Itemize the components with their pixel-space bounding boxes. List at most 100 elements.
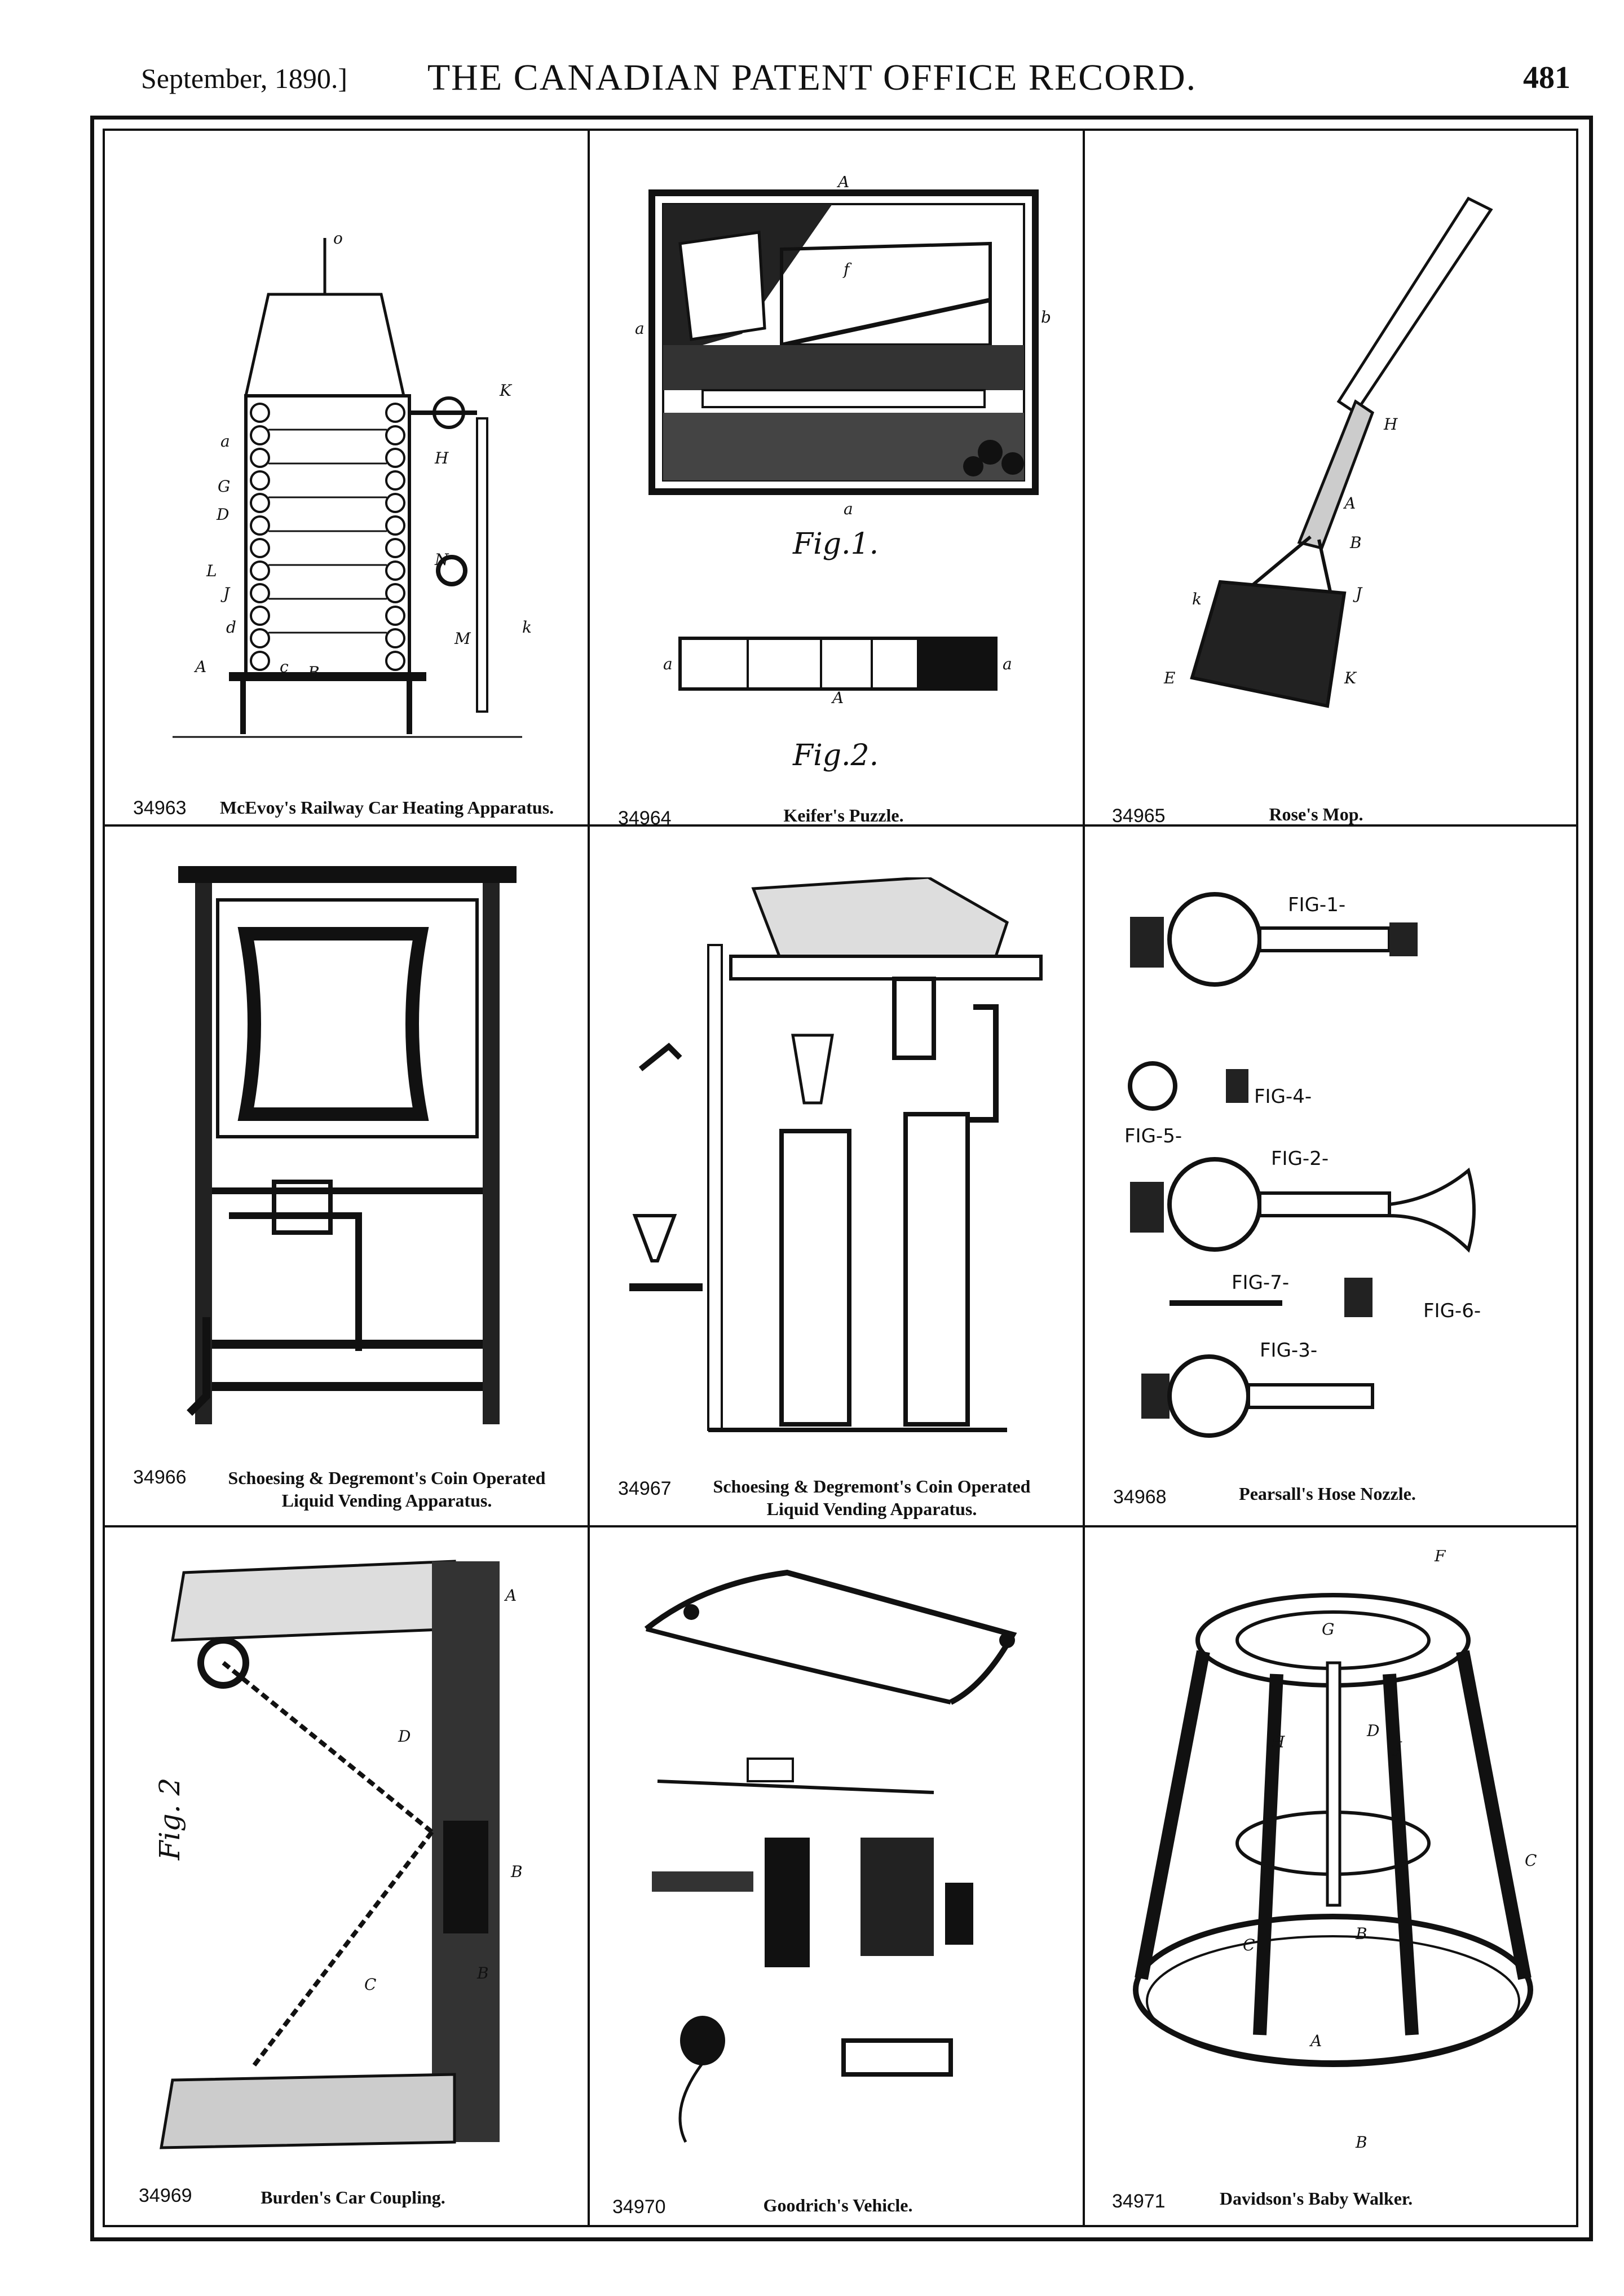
svg-text:B: B	[476, 1964, 489, 1982]
column-divider	[1083, 129, 1085, 2227]
fig2-label: Fig.2.	[792, 739, 879, 772]
inner-border	[103, 129, 1578, 2227]
svg-text:G: G	[1322, 1620, 1334, 1639]
patent-title: Rose's Mop.	[1269, 804, 1363, 824]
patent-cell-34969: A D B B C Fig. 2 34969 Burden's Car Coup…	[105, 1527, 588, 2225]
puzzle-illustration-fig2: a a A	[657, 627, 1018, 706]
svg-text:B: B	[510, 1862, 523, 1881]
row-divider	[103, 824, 1578, 827]
patent-title-line2: Liquid Vending Apparatus.	[281, 1490, 492, 1511]
svg-text:A: A	[831, 688, 844, 706]
patent-title: Pearsall's Hose Nozzle.	[1239, 1483, 1416, 1504]
svg-text:k: k	[522, 618, 532, 637]
svg-text:J: J	[1392, 1738, 1402, 1757]
fig2-label: FIG-2-	[1271, 1147, 1329, 1170]
railway-heater-illustration: o a G D L J d A B c H N M k K	[139, 227, 579, 768]
page-header: September, 1890.] THE CANADIAN PATENT OF…	[0, 56, 1624, 107]
patent-cell-34965: H A B J k E K 34965 Rose's Mop.	[1085, 131, 1576, 824]
vending-apparatus-illustration-b	[624, 877, 1069, 1441]
svg-text:H: H	[1383, 415, 1398, 434]
svg-text:a: a	[220, 432, 230, 451]
row-divider	[103, 1525, 1578, 1527]
svg-text:a: a	[635, 319, 645, 338]
vending-apparatus-illustration-a	[173, 866, 533, 1430]
svg-text:N: N	[434, 550, 449, 569]
svg-text:a: a	[844, 500, 853, 518]
svg-text:b: b	[1041, 308, 1051, 326]
svg-text:A: A	[836, 176, 849, 191]
issue-date: September, 1890.]	[141, 63, 347, 94]
outer-border	[90, 116, 1593, 2241]
patent-title: McEvoy's Railway Car Heating Apparatus.	[219, 797, 554, 818]
vehicle-illustration	[635, 1567, 1052, 2165]
coupling-fig-label: Fig. 2	[153, 1778, 186, 1861]
puzzle-illustration-fig1: A a b a f	[629, 176, 1058, 526]
patent-number: 34964	[618, 807, 672, 824]
patent-cell-34963: o a G D L J d A B c H N M k K 34963 McEv…	[105, 131, 588, 824]
svg-text:C: C	[364, 1975, 376, 1994]
patent-number: 34968	[1113, 1486, 1167, 1508]
patent-cell-34967: 34967 Schoesing & Degremont's Coin Opera…	[590, 827, 1083, 1525]
patent-number: 34963	[133, 797, 187, 819]
patent-title: Davidson's Baby Walker.	[1219, 2188, 1413, 2209]
svg-text:k: k	[1192, 590, 1202, 608]
fig1-label: FIG-1-	[1288, 894, 1345, 916]
svg-text:a: a	[663, 655, 673, 673]
patent-title: Goodrich's Vehicle.	[763, 2195, 913, 2215]
patent-cell-34971: F G H D J C B C A B 34971 Davidson's Bab…	[1085, 1527, 1576, 2225]
fig6-label: FIG-6-	[1423, 1300, 1481, 1322]
patent-cell-34966: 34966 Schoesing & Degremont's Coin Opera…	[105, 827, 588, 1525]
svg-text:c: c	[280, 657, 289, 676]
patent-title: Schoesing & Degremont's Coin Operated Li…	[189, 1467, 584, 1512]
patent-title: Burden's Car Coupling.	[261, 2187, 445, 2207]
svg-text:H: H	[434, 449, 449, 467]
svg-text:D: D	[216, 505, 229, 524]
svg-text:B: B	[1355, 1924, 1367, 1943]
patent-title: Keifer's Puzzle.	[783, 805, 904, 824]
patent-number: 34971	[1112, 2191, 1166, 2212]
column-divider	[588, 129, 590, 2227]
svg-text:K: K	[499, 381, 513, 400]
patent-title-line2: Liquid Vending Apparatus.	[766, 1499, 977, 1519]
patent-title: Schoesing & Degremont's Coin Operated Li…	[674, 1475, 1069, 1520]
page-number: 481	[1523, 60, 1570, 95]
svg-text:A: A	[1343, 494, 1356, 513]
hose-nozzle-illustration: FIG-1- FIG-4- FIG-5- FIG-2- FIG-7- FIG-6…	[1119, 866, 1559, 1441]
svg-text:J: J	[1353, 584, 1363, 603]
svg-text:A: A	[504, 1586, 517, 1605]
patent-title-line1: Schoesing & Degremont's Coin Operated	[228, 1468, 546, 1488]
patent-number: 34965	[1112, 805, 1166, 824]
svg-text:D: D	[398, 1727, 411, 1746]
svg-text:o: o	[333, 229, 343, 248]
patent-number: 34970	[612, 2196, 666, 2218]
patent-number: 34969	[139, 2185, 192, 2206]
svg-text:B: B	[307, 663, 320, 682]
car-coupling-illustration: A D B B C	[139, 1550, 567, 2153]
publication-title: THE CANADIAN PATENT OFFICE RECORD.	[427, 57, 1197, 98]
fig4-label: FIG-4-	[1254, 1085, 1312, 1108]
svg-text:K: K	[1344, 669, 1357, 687]
svg-text:d: d	[226, 618, 236, 637]
baby-walker-illustration: F G H D J C B C A B	[1119, 1550, 1547, 2170]
svg-text:C: C	[1243, 1936, 1255, 1954]
svg-text:C: C	[1525, 1851, 1537, 1870]
mop-illustration: H A B J k E K	[1119, 187, 1547, 762]
svg-text:L: L	[206, 562, 217, 580]
patent-number: 34966	[133, 1467, 187, 1488]
svg-text:D: D	[1366, 1721, 1379, 1740]
fig1-label: Fig.1.	[792, 527, 879, 561]
svg-text:B: B	[1355, 2133, 1367, 2152]
svg-text:E: E	[1163, 669, 1175, 687]
fig5-label: FIG-5-	[1124, 1125, 1182, 1147]
patent-cell-34970: 34970 Goodrich's Vehicle.	[590, 1527, 1083, 2225]
svg-text:B: B	[1349, 533, 1362, 552]
fig3-label: FIG-3-	[1260, 1339, 1317, 1362]
svg-text:H: H	[1270, 1733, 1285, 1751]
svg-text:A: A	[193, 657, 206, 676]
patent-cell-34968: FIG-1- FIG-4- FIG-5- FIG-2- FIG-7- FIG-6…	[1085, 827, 1576, 1525]
patent-cell-34964: A a b a f Fig.1. a a A Fig.2. 34964 Keif…	[590, 131, 1083, 824]
svg-text:J: J	[220, 584, 231, 603]
svg-text:F: F	[1434, 1550, 1446, 1565]
patent-title-line1: Schoesing & Degremont's Coin Operated	[713, 1476, 1031, 1496]
svg-text:A: A	[1309, 2032, 1322, 2050]
